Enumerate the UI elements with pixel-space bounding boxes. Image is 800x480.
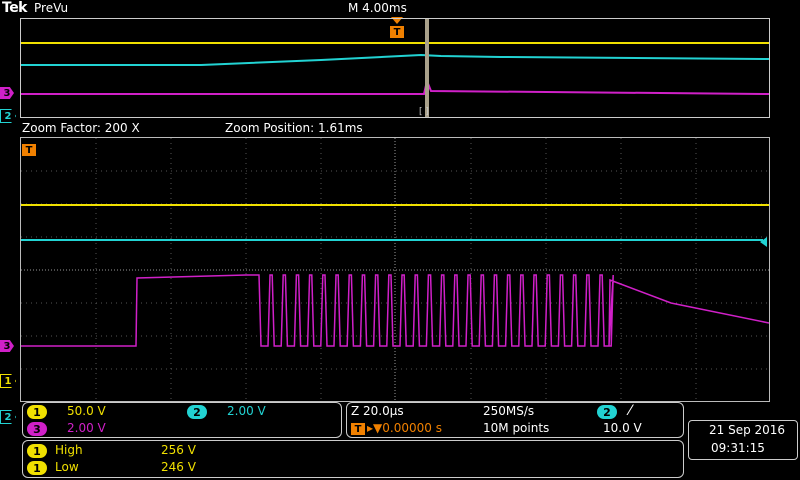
ch1-badge[interactable]: 1 [27, 405, 47, 419]
zoom-ch2-marker-label: 2 [4, 411, 12, 423]
zoom-window-indicator [425, 19, 429, 117]
measurement-1-channel: 1 [27, 444, 47, 458]
zoom-position: Zoom Position: 1.61ms [225, 121, 363, 135]
date-display: 21 Sep 2016 [709, 423, 786, 437]
overview-ch2-trace [21, 53, 769, 66]
zoom-timebase[interactable]: Z 20.0µs [351, 404, 404, 418]
zoom-factor: Zoom Factor: 200 X [22, 121, 140, 135]
zoom-trigger-label: T [25, 144, 33, 156]
acquisition-mode: PreVu [34, 1, 69, 15]
measurement-1-value: 256 V [161, 443, 196, 457]
graticule-center-axes [21, 138, 769, 401]
channel-settings-panel[interactable]: 1 50.0 V 2 2.00 V 3 2.00 V [22, 402, 342, 438]
zoom-trigger-marker[interactable]: T [22, 144, 36, 156]
trigger-position-icon: T [351, 423, 365, 435]
tek-logo: Tek [2, 0, 28, 16]
zoom-ch1-marker-label: 1 [4, 375, 12, 387]
zoom-ch3-trace [21, 274, 769, 347]
ch3-marker-label: 3 [3, 87, 11, 99]
ch2-trigger-level-icon [760, 237, 767, 247]
measurement-2-channel: 1 [27, 461, 47, 475]
overview-waveforms [21, 19, 769, 117]
measurements-panel[interactable]: 1 High 256 V 1 Low 246 V [22, 440, 684, 478]
main-timebase[interactable]: M 4.00ms [348, 1, 407, 15]
top-status-bar: Tek PreVu M 4.00ms [0, 0, 800, 18]
ch2-marker-label: 2 [4, 110, 12, 122]
measurement-2-value: 246 V [161, 460, 196, 474]
trigger-source-badge[interactable]: 2 [597, 405, 617, 419]
time-display: 09:31:15 [711, 441, 765, 455]
zoom-ch3-marker[interactable]: 3 [0, 340, 14, 352]
zoom-ch1-marker[interactable]: 1 [0, 374, 16, 388]
zoom-ch2-marker[interactable]: 2 [0, 410, 16, 424]
overview-waveform-panel[interactable] [20, 18, 770, 118]
trigger-level[interactable]: 10.0 V [603, 421, 642, 435]
overview-ch3-marker[interactable]: 3 [0, 87, 14, 99]
overview-trigger-marker[interactable]: T [390, 26, 404, 38]
ch3-scale[interactable]: 2.00 V [67, 421, 106, 435]
overview-ch2-marker[interactable]: 2 [0, 109, 16, 123]
overview-ch3-trace [21, 77, 769, 95]
trigger-position-icon-label: T [354, 423, 362, 435]
trigger-position-arrow [391, 17, 403, 24]
trigger-slope-icon[interactable]: ⁄ [629, 403, 632, 419]
ch1-scale[interactable]: 50.0 V [67, 404, 106, 418]
measurement-1-name: High [55, 443, 83, 457]
datetime-panel: 21 Sep 2016 09:31:15 [688, 420, 798, 460]
zoom-ch3-marker-label: 3 [3, 340, 11, 352]
zoom-waveforms [21, 138, 769, 401]
ch3-badge[interactable]: 3 [27, 422, 47, 436]
overview-window-bracket: [ ] [419, 107, 429, 117]
trigger-position[interactable]: ▸▼0.00000 s [367, 421, 442, 435]
trigger-marker-label: T [393, 26, 401, 38]
acquisition-panel[interactable]: Z 20.0µs 250MS/s T ▸▼0.00000 s 10M point… [346, 402, 684, 438]
sample-rate: 250MS/s [483, 404, 535, 418]
record-length[interactable]: 10M points [483, 421, 550, 435]
ch2-scale[interactable]: 2.00 V [227, 404, 266, 418]
measurement-2-name: Low [55, 460, 79, 474]
zoom-graticule[interactable] [20, 137, 770, 402]
ch2-badge[interactable]: 2 [187, 405, 207, 419]
